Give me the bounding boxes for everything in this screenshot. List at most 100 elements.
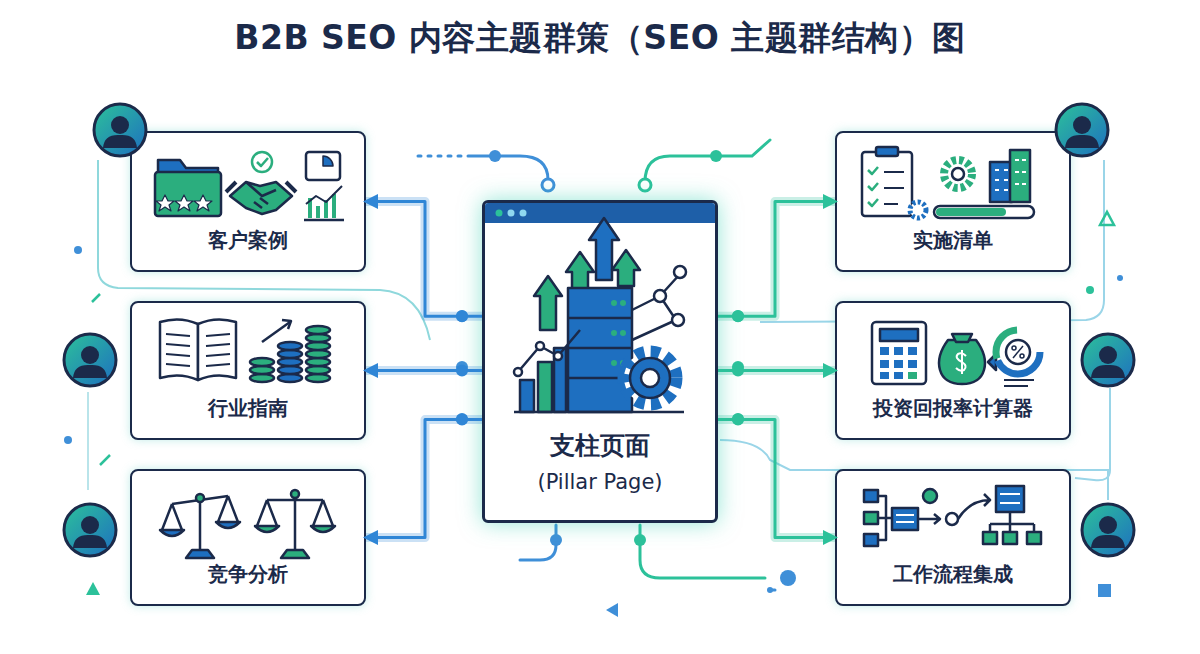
decor-node-dot	[550, 534, 562, 546]
industry-guide-icon	[306, 334, 330, 342]
workflow-icon	[990, 512, 1034, 532]
avatar-icon	[73, 365, 107, 378]
industry-guide-icon	[306, 326, 330, 382]
case-study-icon	[194, 195, 212, 211]
pillar-illustration	[534, 276, 562, 330]
decor-node-dot	[64, 436, 72, 444]
roi-calculator-icon	[1012, 346, 1016, 350]
connector-dot	[732, 310, 744, 322]
roi-calculator-icon	[908, 347, 917, 355]
pillar-illustration	[554, 352, 562, 360]
decor-wire	[1075, 388, 1110, 480]
decor-shape	[1100, 212, 1114, 225]
decor-node-dot	[489, 150, 501, 162]
avatar-icon	[94, 104, 146, 156]
browser-dots	[485, 203, 545, 223]
industry-guide-icon	[306, 358, 330, 366]
avatar-icon	[1056, 104, 1108, 156]
connector-glow	[366, 420, 482, 538]
pillar-illustration	[611, 360, 617, 366]
checklist-icon	[862, 152, 912, 216]
industry-guide-icon	[306, 374, 330, 382]
pillar-illustration	[624, 352, 676, 404]
avatar-icon	[1082, 504, 1134, 556]
case-study-icon	[230, 182, 292, 214]
pillar-illustration	[632, 274, 680, 340]
industry-guide-icon	[198, 319, 236, 380]
pillar-illustration	[612, 250, 640, 286]
avatar-icon	[1056, 104, 1108, 156]
pillar-illustration	[654, 290, 666, 302]
roi-calculator-icon	[996, 330, 1040, 374]
decor-node-dot	[639, 179, 651, 191]
case-study-icon	[226, 182, 296, 192]
decor-dotted-line	[418, 155, 468, 158]
pillar-illustration	[520, 380, 534, 412]
decor-node-dot	[1117, 275, 1123, 281]
checklist-icon	[910, 202, 926, 218]
industry-guide-icon	[278, 342, 302, 350]
roi-calculator-icon	[1004, 380, 1034, 386]
industry-guide-icon	[278, 350, 302, 358]
diagram-title: B2B SEO 内容主题群策（SEO 主题群结构）图	[0, 16, 1200, 61]
case-study-icon	[156, 195, 174, 211]
decor-node-dot	[634, 534, 646, 546]
workflow-icon	[892, 508, 918, 530]
case-study-icon	[304, 219, 344, 222]
workflow-icon	[983, 532, 997, 544]
avatar-icon	[1065, 135, 1099, 148]
roi-calculator-icon	[1013, 346, 1023, 358]
competition-scale-icon	[160, 530, 184, 536]
workflow-icon	[923, 489, 937, 503]
checklist-icon	[944, 160, 972, 188]
workflow-icon	[946, 513, 958, 525]
topic-label: 客户案例	[208, 227, 288, 254]
workflow-icon	[1027, 532, 1041, 544]
decor-shape	[100, 455, 110, 465]
topic-box: 实施清单	[835, 131, 1071, 272]
competition-scale-icon	[311, 526, 335, 532]
decor-node-dot	[767, 587, 773, 593]
topic-label: 投资回报率计算器	[873, 395, 1033, 422]
decor-circuit	[468, 156, 548, 180]
decor-node-dot	[456, 310, 468, 322]
checklist-icon	[995, 160, 1026, 190]
connector-dot	[732, 414, 744, 426]
checklist-icon	[884, 172, 904, 204]
roi-calculator-icon	[880, 347, 889, 355]
industry-guide-icon	[250, 358, 274, 382]
avatar-icon	[1082, 504, 1134, 556]
roi-calculator-icon	[894, 360, 903, 368]
decor-dotted-line	[772, 589, 782, 592]
avatar-icon	[81, 346, 99, 364]
roi-calculator-icon	[952, 334, 972, 342]
topic-box: 客户案例	[130, 131, 366, 272]
pillar-illustration	[514, 218, 686, 412]
decor-node-dot	[732, 310, 744, 322]
competition-scale-icon	[196, 494, 204, 502]
checklist-icon	[1010, 150, 1030, 202]
checklist-icon	[868, 167, 878, 206]
industry-guide-icon	[306, 366, 330, 374]
browser-dot	[508, 210, 515, 217]
roi-calculator-icon	[939, 340, 985, 384]
decor-shape	[606, 603, 618, 617]
decor-shape	[92, 294, 100, 302]
connector-line	[366, 420, 482, 538]
connector-glow	[718, 420, 835, 538]
case-study-icon	[323, 156, 333, 166]
workflow-icon	[864, 490, 878, 502]
connector-line	[718, 420, 835, 538]
roi-calculator-icon	[880, 360, 889, 368]
roi-calculator-icon	[880, 329, 918, 341]
competition-scale-icon	[216, 522, 240, 528]
industry-guide-icon	[250, 358, 274, 366]
industry-guide-icon	[160, 319, 330, 382]
case-study-icon	[310, 194, 334, 218]
pillar-illustration	[611, 300, 626, 366]
pillar-illustration	[620, 360, 626, 366]
competition-scale-icon	[255, 526, 279, 532]
